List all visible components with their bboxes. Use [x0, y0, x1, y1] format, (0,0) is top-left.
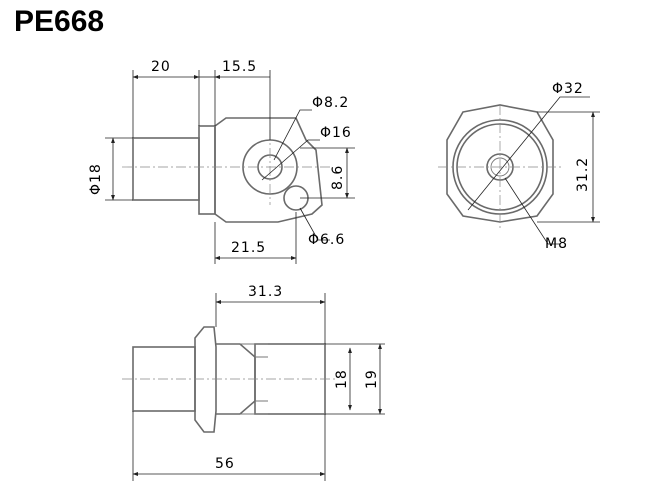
dim-hole-spacing: 8.6: [330, 165, 346, 190]
dim-hole-small: Φ8.2: [312, 95, 349, 111]
end-view-outline: [446, 104, 554, 223]
dim-thread: M8: [545, 236, 568, 252]
dim-boss: Φ16: [320, 125, 352, 141]
dim-pin: Φ6.6: [308, 232, 345, 248]
part-number-title: PE668: [14, 5, 104, 38]
side-view: 20 15.5 Φ8.2 Φ16 Φ18 8.6 21.5 Φ6.6: [88, 59, 355, 264]
dim-bore-18: 18: [334, 369, 350, 389]
dim-total-side: 21.5: [231, 240, 266, 256]
end-view: Φ32 31.2 M8: [438, 81, 600, 252]
dim-outer-diameter: Φ32: [552, 81, 584, 97]
dim-top-length: 31.3: [248, 284, 283, 300]
bottom-view: 31.3 56 18 19: [122, 284, 385, 481]
side-view-flange: [198, 125, 216, 215]
dim-offset: 15.5: [222, 59, 257, 75]
dim-bore-19: 19: [364, 369, 380, 389]
bottom-view-flange: [194, 326, 217, 433]
side-view-shaft: [132, 137, 200, 201]
dim-end-height: 31.2: [575, 157, 591, 192]
end-view-thread: [490, 157, 510, 177]
dim-total-length: 56: [215, 456, 235, 472]
side-view-bracket: [214, 117, 323, 223]
dim-shaft-diameter: Φ18: [88, 163, 104, 195]
dim-side-width: 20: [151, 59, 171, 75]
